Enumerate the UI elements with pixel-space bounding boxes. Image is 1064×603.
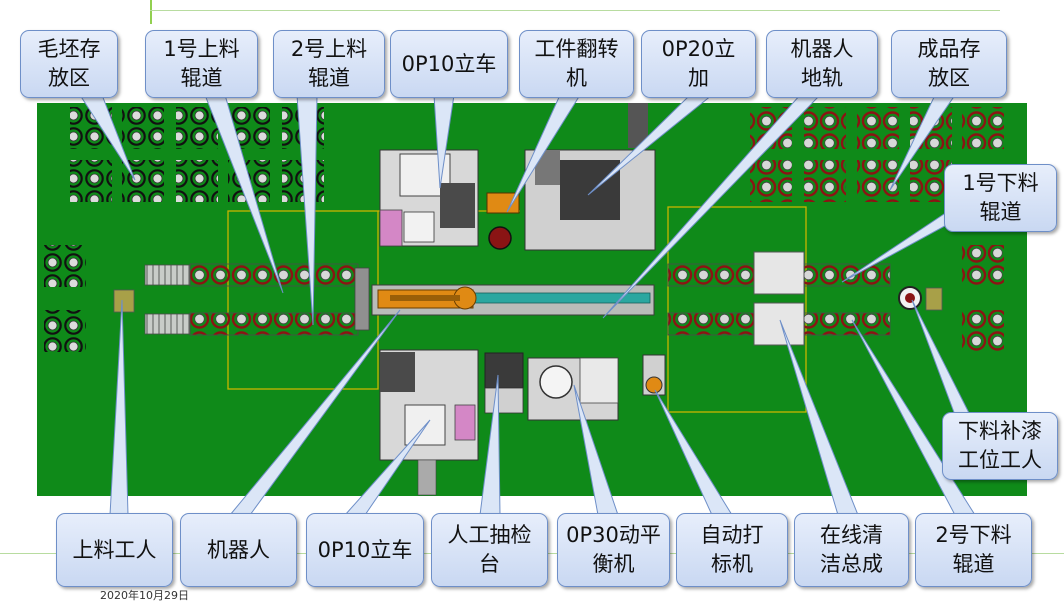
op30-balancer (527, 357, 619, 421)
callout-finished-storage: 成品存 放区 (891, 30, 1007, 98)
callout-robot-track: 机器人 地轨 (766, 30, 878, 98)
callout-robot: 机器人 (180, 513, 297, 587)
callout-marking: 自动打 标机 (676, 513, 788, 587)
callout-touchup-worker: 下料补漆 工位工人 (942, 412, 1058, 480)
callout-blank-storage: 毛坯存 放区 (20, 30, 118, 98)
marking-machine (642, 354, 666, 396)
callout-op20: 0P20立 加 (641, 30, 756, 98)
accent-line-vertical (150, 0, 152, 24)
footer-date: 2020年10月29日 (100, 589, 189, 602)
unloading-roller-conveyors (667, 251, 943, 346)
callout-inspection: 人工抽检 台 (431, 513, 548, 587)
callout-loading-worker: 上料工人 (56, 513, 173, 587)
flipper-and-op20 (486, 103, 656, 251)
callout-roller2-out: 2号下料 辊道 (915, 513, 1032, 587)
callout-roller2-in: 2号上料 辊道 (273, 30, 385, 98)
loading-roller-conveyors (113, 263, 370, 336)
op10-lathe-top (379, 149, 479, 247)
callout-roller1-out: 1号下料 辊道 (944, 164, 1057, 232)
op10-lathe-bottom (379, 349, 479, 496)
callout-op10-top: 0P10立车 (390, 30, 508, 98)
callout-cleaning: 在线清 洁总成 (794, 513, 909, 587)
callout-op10-bottom: 0P10立车 (306, 513, 424, 587)
robot-rail-and-robot (371, 284, 655, 316)
callout-op30: 0P30动平 衡机 (557, 513, 670, 587)
callout-leaders (79, 94, 976, 516)
callout-roller1-in: 1号上料 辊道 (145, 30, 258, 98)
accent-line-top (150, 10, 1000, 11)
callout-flipper: 工件翻转 机 (519, 30, 634, 98)
inspection-table (484, 352, 524, 414)
